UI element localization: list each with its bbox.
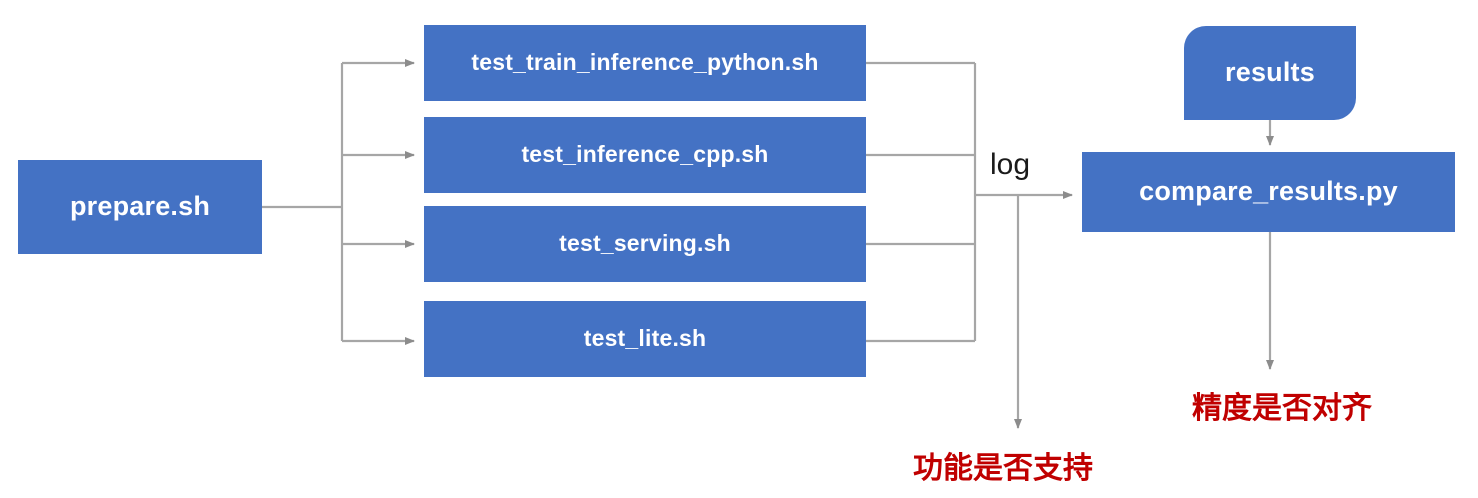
node-test-serving-sh[interactable]: test_serving.sh xyxy=(424,206,866,282)
node-results[interactable]: results xyxy=(1184,26,1356,120)
annotation-function-supported: 功能是否支持 xyxy=(913,452,1093,485)
node-test-inference-cpp-sh[interactable]: test_inference_cpp.sh xyxy=(424,117,866,193)
node-prepare-sh[interactable]: prepare.sh xyxy=(18,160,262,254)
node-test-train-inference-python-sh[interactable]: test_train_inference_python.sh xyxy=(424,25,866,101)
node-compare-results-py[interactable]: compare_results.py xyxy=(1082,152,1455,232)
annotation-precision-aligned: 精度是否对齐 xyxy=(1192,392,1372,425)
edge-label-log: log xyxy=(990,148,1031,181)
node-test-lite-sh[interactable]: test_lite.sh xyxy=(424,301,866,377)
